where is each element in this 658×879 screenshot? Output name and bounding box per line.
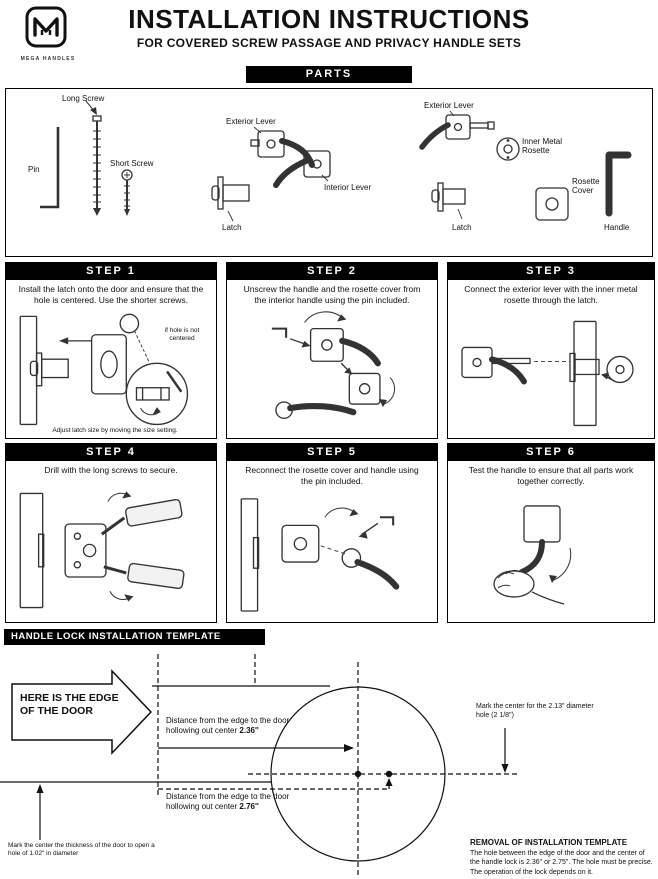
mark-center-label: Mark the center for the 2.13" diameter h… — [476, 703, 594, 720]
step-4-description: Drill with the long screws to secure. — [44, 465, 178, 475]
distance-276-text: Distance from the edge to the door hollo… — [166, 792, 290, 812]
distance-236-label: Distance from the edge to the door hollo… — [166, 716, 314, 737]
distance-236-text: Distance from the edge to the door hollo… — [166, 716, 290, 736]
part-label-interior-lever: Interior Lever — [324, 183, 372, 192]
step-2-description: Unscrew the handle and the rosette cover… — [243, 284, 421, 306]
step-5-drawing-icon — [240, 498, 400, 612]
parts-diagram: Long Screw Pin Short Screw Exterior Leve… — [5, 88, 653, 257]
part-label-long-screw: Long Screw — [62, 94, 105, 103]
installation-template: HERE IS THE EDGE OF THE DOOR Distance fr… — [0, 648, 658, 879]
mark-thickness-label: Mark the center the thickness of the doo… — [8, 842, 155, 858]
brand-name: MEGA HANDLES — [20, 56, 76, 62]
step-3-drawing-icon — [461, 320, 634, 427]
door-edge-label: HERE IS THE EDGE OF THE DOOR — [20, 692, 119, 718]
template-banner: HANDLE LOCK INSTALLATION TEMPLATE — [4, 629, 265, 645]
step-5-illustration — [227, 488, 437, 622]
parts-illustration — [40, 100, 632, 222]
step-6-panel: STEP 6 Test the handle to ensure that al… — [447, 443, 655, 623]
brand-logo: MEGA HANDLES — [12, 4, 82, 68]
part-label-exterior-lever-a: Exterior Lever — [226, 117, 276, 126]
part-label-exterior-lever-b: Exterior Lever — [424, 101, 474, 110]
page-title: INSTALLATION INSTRUCTIONS — [128, 4, 530, 34]
step-4-header: STEP 4 — [6, 444, 216, 461]
step-1-note-bottom: Adjust latch size by moving the size set… — [52, 427, 178, 435]
step-1-illustration — [6, 307, 216, 438]
step-6-description: Test the handle to ensure that all parts… — [468, 465, 634, 487]
step-4-illustration — [6, 477, 216, 622]
distance-276-label: Distance from the edge to the door hollo… — [166, 792, 314, 813]
step-3-header: STEP 3 — [448, 263, 654, 280]
removal-title: REMOVAL OF INSTALLATION TEMPLATE — [470, 838, 628, 847]
step-5-description: Reconnect the rosette cover and handle u… — [245, 465, 419, 487]
step-6-header: STEP 6 — [448, 444, 654, 461]
step-1-description: Install the latch onto the door and ensu… — [18, 284, 204, 306]
part-label-rosette-cover: Rosette Cover — [572, 177, 600, 196]
step-1-panel: STEP 1 Install the latch onto the door a… — [5, 262, 217, 439]
part-label-handle: Handle — [604, 223, 630, 232]
step-5-panel: STEP 5 Reconnect the rosette cover and h… — [226, 443, 438, 623]
part-label-short-screw: Short Screw — [110, 159, 154, 168]
removal-body: The hole between the edge of the door an… — [470, 850, 653, 876]
step-1-note-top: if hole is not centered — [164, 327, 200, 342]
step-4-drawing-icon — [19, 491, 185, 609]
step-2-illustration — [227, 307, 437, 438]
part-label-latch-a: Latch — [222, 223, 242, 232]
step-5-header: STEP 5 — [227, 444, 437, 461]
page-subtitle: FOR COVERED SCREW PASSAGE AND PRIVACY HA… — [136, 36, 522, 50]
step-2-header: STEP 2 — [227, 263, 437, 280]
step-2-drawing-icon — [271, 311, 396, 420]
step-3-panel: STEP 3 Connect the exterior lever with t… — [447, 262, 655, 439]
part-label-inner-metal-rosette: Inner Metal Rosette — [522, 137, 563, 156]
step-1-header: STEP 1 — [6, 263, 216, 280]
step-4-panel: STEP 4 Drill with the long screws to sec… — [5, 443, 217, 623]
distance-276-value: 2.76'' — [239, 802, 259, 812]
part-label-latch-b: Latch — [452, 223, 472, 232]
step-6-illustration — [448, 488, 654, 622]
step-2-panel: STEP 2 Unscrew the handle and the rosett… — [226, 262, 438, 439]
template-drawing-icon — [0, 654, 518, 876]
mh-monogram-icon — [25, 6, 67, 48]
step-3-description: Connect the exterior lever with the inne… — [464, 284, 638, 306]
step-6-drawing-icon — [493, 505, 572, 605]
distance-236-value: 2.36'' — [239, 726, 259, 736]
parts-banner: PARTS — [246, 66, 412, 83]
step-3-illustration — [448, 307, 654, 438]
step-1-drawing-icon — [19, 313, 189, 426]
part-label-pin: Pin — [28, 165, 40, 174]
